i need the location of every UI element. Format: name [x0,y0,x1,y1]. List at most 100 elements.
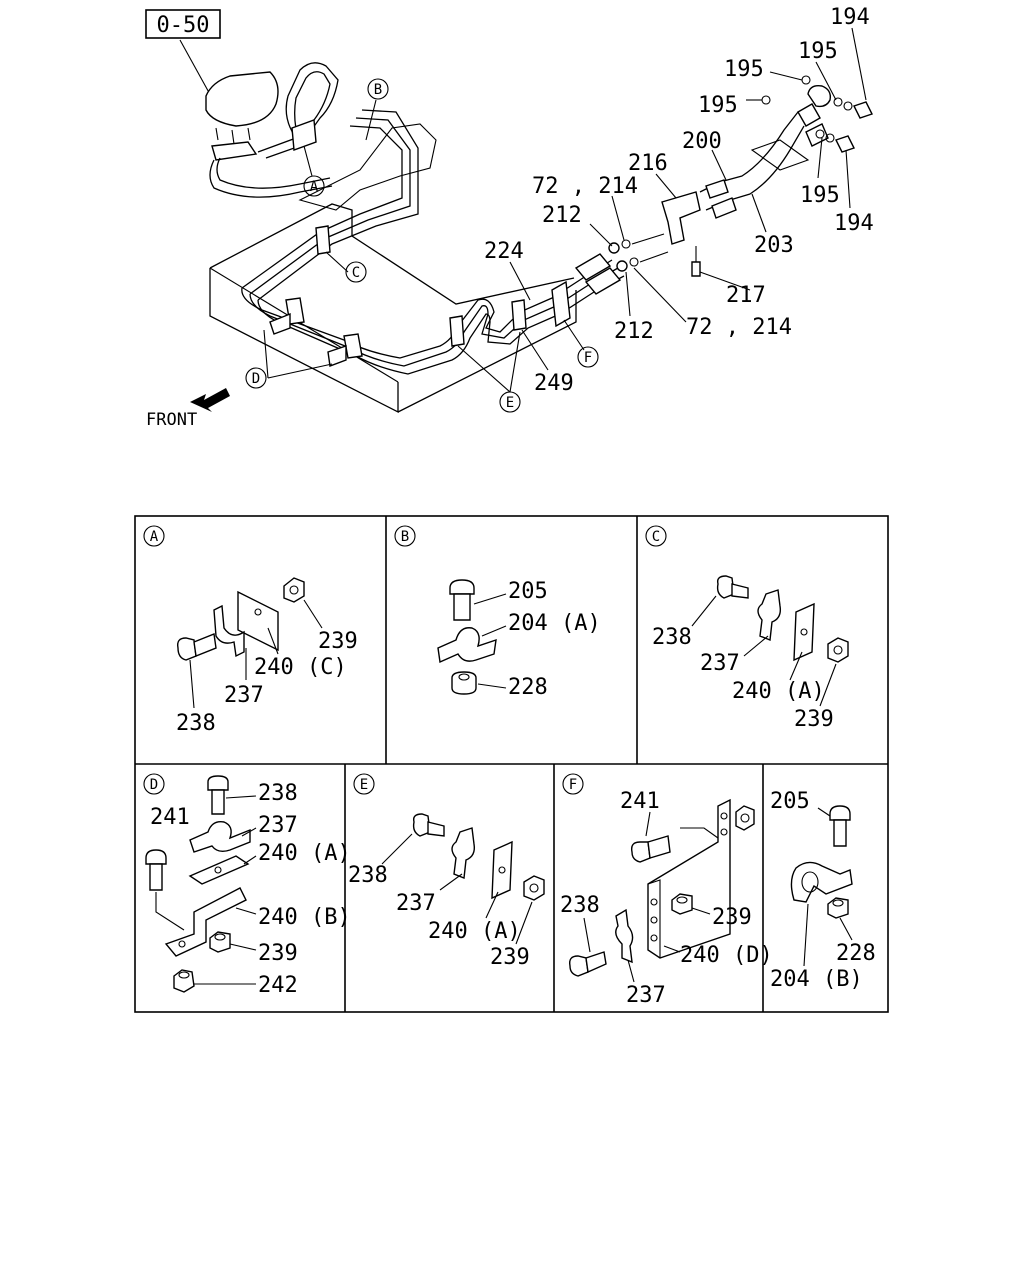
label-195-d: 195 [800,183,840,208]
panel-d-label-240b: 240 (B) [258,905,351,930]
bracket-216 [661,191,701,245]
panel-e-letter: E [360,777,368,793]
panel-d-letter: D [150,777,158,793]
front-label: FRONT [146,410,197,430]
main-assembly: 0-50 [145,5,874,430]
nut-239 [209,931,231,953]
bracket-240b [164,887,247,957]
panel-c-letter: C [652,529,660,545]
label-249: 249 [534,371,574,396]
bracket-240d [647,798,731,959]
label-216: 216 [628,151,668,176]
callout-e: E [499,391,521,413]
plate-240c [237,590,279,652]
bolt-241 [630,841,651,863]
panel-f-label-239: 239 [712,905,752,930]
clip-237 [213,604,245,658]
bolt-217 [691,261,701,277]
panel-b-label-228: 228 [508,675,548,700]
clip-237 [451,827,476,879]
clip-237 [757,589,782,641]
plate-240a [491,840,513,900]
nut-239 [523,875,545,901]
plate-240a [188,855,250,885]
front-arrow-icon [190,388,230,412]
callout-a: A [303,175,325,197]
union-bolt-194-lower [835,135,855,153]
panel-f: F 241 238 239 240 (D) [560,773,773,1008]
panel-d-label-242: 242 [258,973,298,998]
label-195-c: 195 [698,93,738,118]
panel-c-label-240a: 240 (A) [732,679,825,704]
nut-228 [451,671,477,695]
reference-box-label: 0-50 [157,13,210,38]
panel-a-label-240c: 240 (C) [254,655,347,680]
svg-text:D: D [252,371,260,387]
panel-b: B 205 204 (A) 228 [394,525,601,700]
label-195-a: 195 [798,39,838,64]
panel-e-label-239: 239 [490,945,530,970]
panel-f-label-238: 238 [560,893,600,918]
panel-e-label-238: 238 [348,863,388,888]
panel-a: A 239 240 (C) 237 238 [143,525,358,736]
panel-e-label-237: 237 [396,891,436,916]
clip-c-location [315,225,331,255]
callout-d: D [245,367,267,389]
union-bolt-194-upper [853,101,873,119]
panel-d-label-241: 241 [150,805,190,830]
label-195-b: 195 [724,57,764,82]
bolt-238 [568,955,589,977]
label-200: 200 [682,129,722,154]
bolt-238 [176,637,197,661]
bolt-205 [829,805,851,821]
panel-d-label-238: 238 [258,781,298,806]
label-194-bottom: 194 [834,211,874,236]
panel-a-label-238: 238 [176,711,216,736]
panel-c-label-237: 237 [700,651,740,676]
detail-grid: A 239 240 (C) 237 238 B [134,515,889,1013]
clip-204a [437,627,497,664]
svg-text:A: A [310,179,319,195]
panel-a-label-237: 237 [224,683,264,708]
clip-e-front-location [449,315,465,347]
nut-239 [283,577,305,603]
panel-a-label-239: 239 [318,629,358,654]
panel-f-label-240d: 240 (D) [680,943,773,968]
panel-d-label-240a: 240 (A) [258,841,351,866]
label-212-top: 212 [542,203,582,228]
bolt-205 [449,579,475,595]
svg-text:C: C [352,265,360,281]
plate-240a [793,602,815,662]
panel-b-label-205: 205 [508,579,548,604]
panel-f-label-241: 241 [620,789,660,814]
panel-c-label-238: 238 [652,625,692,650]
master-cylinder [205,71,279,127]
reference-box [145,9,221,39]
label-212-bottom: 212 [614,319,654,344]
clip-237 [189,821,251,853]
panel-g-label-204b: 204 (B) [770,967,863,992]
banjo-fitting-upper [807,84,832,108]
label-194-top: 194 [830,5,870,30]
label-203: 203 [754,233,794,258]
panel-e: E 238 237 240 (A) 239 [348,773,545,970]
panel-g-label-228: 228 [836,941,876,966]
panel-d-label-237: 237 [258,813,298,838]
callout-f: F [577,346,599,368]
clip-e-rear-location [511,299,527,331]
nut-228 [827,897,849,919]
clip-a-location [291,119,317,151]
nut-f-side [735,805,755,831]
panel-d-label-239: 239 [258,941,298,966]
label-72-214-top: 72 , 214 [532,174,638,199]
proportioning-valve [211,141,258,161]
callout-c: C [345,261,367,283]
nut-239 [827,637,849,663]
panel-f-letter: F [569,777,577,793]
callout-b: B [367,78,389,100]
panel-f-label-237: 237 [626,983,666,1008]
nut-242 [173,969,195,993]
panel-d: D 238 241 237 240 (A) 240 (B) [143,773,351,998]
